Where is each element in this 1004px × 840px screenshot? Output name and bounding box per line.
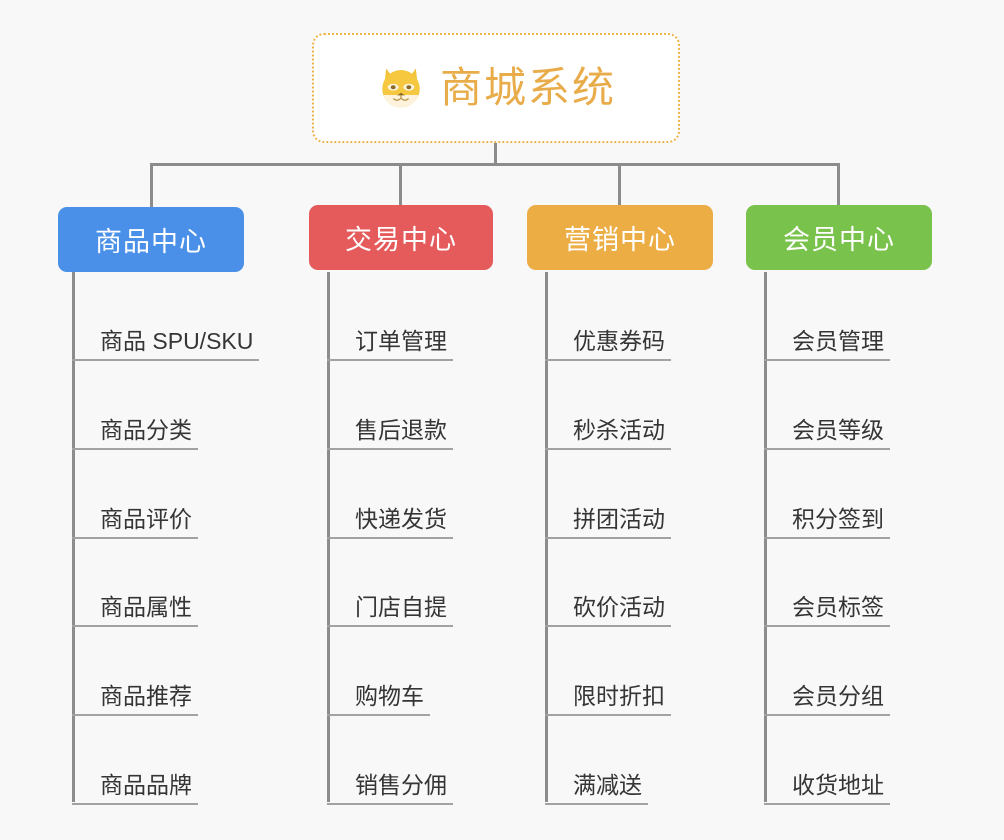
leaf-item-label: 拼团活动 <box>545 507 671 539</box>
leaf-item[interactable]: 会员分组 <box>764 627 890 716</box>
leaf-item-label: 售后退款 <box>327 418 453 450</box>
leaf-item[interactable]: 售后退款 <box>327 361 453 450</box>
leaf-item[interactable]: 商品 SPU/SKU <box>72 272 260 361</box>
leaf-item[interactable]: 门店自提 <box>327 538 453 627</box>
leaf-item-label: 会员等级 <box>764 418 890 450</box>
category-header-商品中心[interactable]: 商品中心 <box>58 207 244 272</box>
leaf-item-label: 满减送 <box>545 773 648 805</box>
leaf-item-label: 会员分组 <box>764 684 890 716</box>
leaf-item[interactable]: 会员标签 <box>764 538 890 627</box>
leaf-item-label: 快递发货 <box>327 507 453 539</box>
leaf-item-label: 商品品牌 <box>72 773 198 805</box>
leaf-item-label: 会员管理 <box>764 329 890 361</box>
leaf-item-label: 秒杀活动 <box>545 418 671 450</box>
connector-drop-2 <box>399 163 402 209</box>
leaf-item-label: 积分签到 <box>764 507 890 539</box>
leaf-item-label: 商品分类 <box>72 418 198 450</box>
connector-bus <box>150 163 840 166</box>
connector-drop-4 <box>837 163 840 209</box>
leaf-item-label: 销售分佣 <box>327 773 453 805</box>
category-header-label: 营销中心 <box>564 225 676 255</box>
leaf-item[interactable]: 商品评价 <box>72 450 198 539</box>
category-header-营销中心[interactable]: 营销中心 <box>527 205 713 270</box>
leaf-item[interactable]: 订单管理 <box>327 272 453 361</box>
leaf-item[interactable]: 购物车 <box>327 627 430 716</box>
leaf-item-label: 门店自提 <box>327 595 453 627</box>
leaf-item[interactable]: 商品分类 <box>72 361 198 450</box>
root-title: 商城系统 <box>439 64 616 111</box>
connector-drop-3 <box>618 163 621 209</box>
dog-face-icon <box>382 68 420 111</box>
category-header-会员中心[interactable]: 会员中心 <box>746 205 932 270</box>
leaf-item[interactable]: 优惠券码 <box>545 272 671 361</box>
root-node[interactable]: 商城系统 <box>312 33 680 143</box>
category-header-label: 商品中心 <box>95 227 207 257</box>
leaf-item-label: 商品 SPU/SKU <box>72 329 260 361</box>
leaf-item[interactable]: 会员等级 <box>764 361 890 450</box>
leaf-item[interactable]: 砍价活动 <box>545 538 671 627</box>
leaf-item-label: 会员标签 <box>764 595 890 627</box>
leaf-item-label: 商品推荐 <box>72 684 198 716</box>
leaf-item[interactable]: 快递发货 <box>327 450 453 539</box>
leaf-item[interactable]: 商品品牌 <box>72 716 198 805</box>
leaf-item[interactable]: 商品属性 <box>72 538 198 627</box>
leaf-item-label: 限时折扣 <box>545 684 671 716</box>
leaf-item[interactable]: 销售分佣 <box>327 716 453 805</box>
leaf-item-label: 收货地址 <box>764 773 890 805</box>
leaf-item[interactable]: 会员管理 <box>764 272 890 361</box>
leaf-item[interactable]: 积分签到 <box>764 450 890 539</box>
connector-drop-1 <box>150 163 153 209</box>
category-header-交易中心[interactable]: 交易中心 <box>309 205 493 270</box>
connector-root-stem <box>494 143 497 165</box>
leaf-item-label: 购物车 <box>327 684 430 716</box>
leaf-item-label: 商品评价 <box>72 507 198 539</box>
category-header-label: 会员中心 <box>783 225 895 255</box>
leaf-item-label: 订单管理 <box>327 329 453 361</box>
category-header-label: 交易中心 <box>345 225 457 255</box>
leaf-item[interactable]: 限时折扣 <box>545 627 671 716</box>
leaf-item[interactable]: 收货地址 <box>764 716 890 805</box>
leaf-item-label: 砍价活动 <box>545 595 671 627</box>
leaf-item[interactable]: 商品推荐 <box>72 627 198 716</box>
leaf-item-label: 优惠券码 <box>545 329 671 361</box>
leaf-item[interactable]: 满减送 <box>545 716 648 805</box>
leaf-item-label: 商品属性 <box>72 595 198 627</box>
leaf-item[interactable]: 秒杀活动 <box>545 361 671 450</box>
leaf-item[interactable]: 拼团活动 <box>545 450 671 539</box>
